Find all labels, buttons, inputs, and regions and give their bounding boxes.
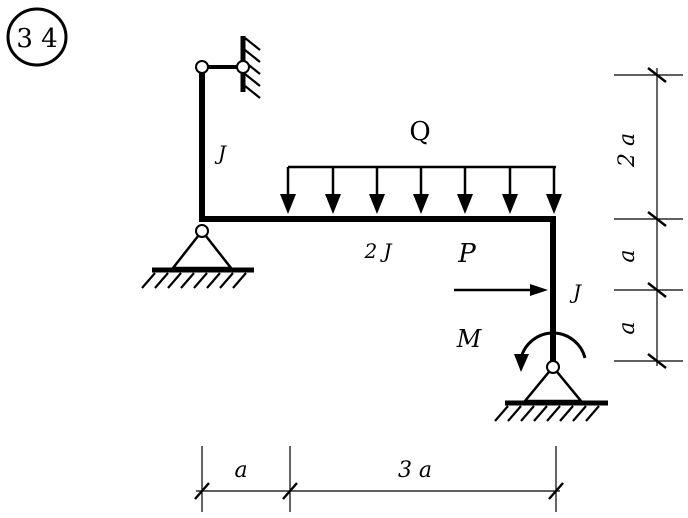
load-arrow: [457, 167, 473, 214]
right-column-stiffness: J: [569, 280, 582, 304]
load-arrow: [413, 167, 429, 214]
distributed-load: [280, 165, 562, 214]
dim-a-vertical-lower: a: [615, 321, 640, 334]
dim-2a-vertical: 2 a: [615, 133, 640, 168]
figure-number: 3 4: [16, 24, 57, 54]
moment-m-label: M: [456, 325, 483, 353]
load-arrow: [546, 167, 562, 214]
vertical-dimension: [614, 67, 683, 369]
load-arrow: [280, 167, 296, 214]
dim-a-vertical-upper: a: [615, 249, 640, 262]
beam-stiffness: 2 J: [363, 239, 392, 263]
right-pin-support: [494, 360, 608, 422]
load-arrow: [369, 167, 385, 214]
hinge-wall: [236, 60, 250, 74]
dim-3a-horizontal: 3 a: [398, 458, 432, 483]
load-arrow: [502, 167, 518, 214]
moment-m-arrow: [514, 331, 587, 372]
load-arrow: [325, 167, 341, 214]
load-q-label: Q: [409, 117, 430, 147]
dim-a-horizontal: a: [234, 458, 247, 483]
force-p-arrow: [454, 284, 548, 296]
force-p-label: P: [457, 239, 476, 269]
hinge-top-left: [195, 60, 209, 74]
left-column-stiffness: J: [214, 141, 227, 165]
horizontal-dimension: [194, 446, 564, 512]
figure-number-badge: 3 4: [6, 7, 68, 67]
left-pin-support: [141, 224, 254, 289]
